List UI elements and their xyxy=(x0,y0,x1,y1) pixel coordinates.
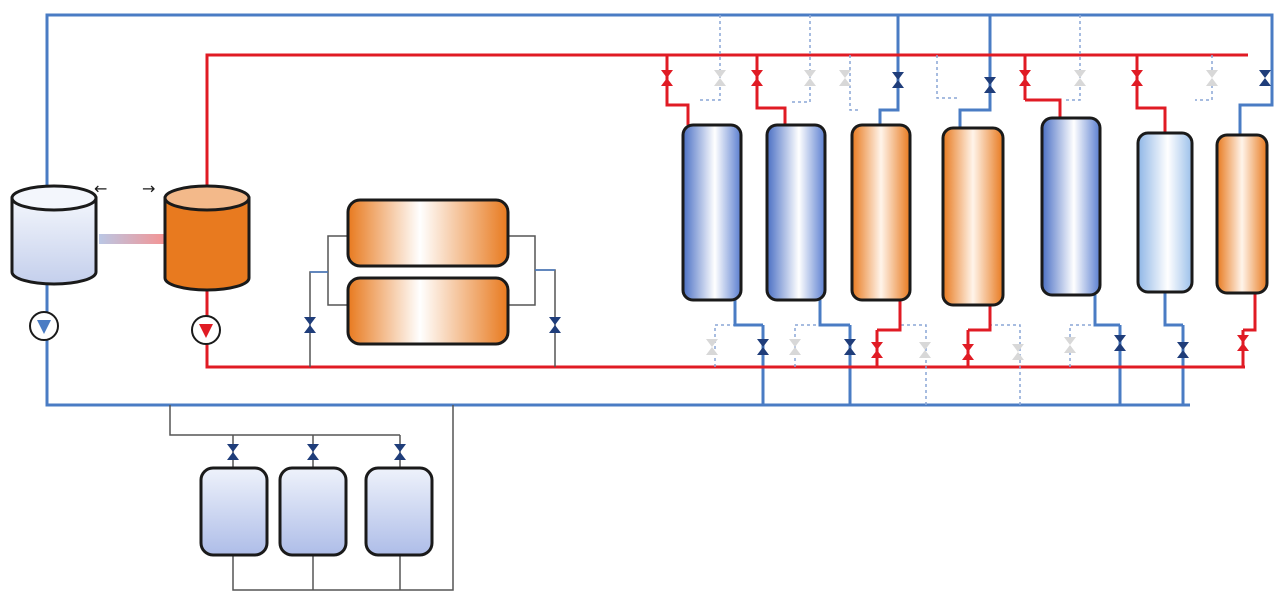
valve-icon[interactable] xyxy=(919,342,931,358)
valve-icon[interactable] xyxy=(892,72,904,88)
tank-link xyxy=(99,234,164,244)
valve-icon[interactable] xyxy=(1206,70,1218,86)
valve-icon[interactable] xyxy=(1259,70,1271,86)
column-1 xyxy=(681,123,743,302)
column-3 xyxy=(850,123,912,302)
inactive-lines xyxy=(700,15,1213,405)
valve-icon[interactable] xyxy=(1019,70,1031,86)
valve-icon[interactable] xyxy=(661,70,673,86)
storage-tank-2 xyxy=(278,466,348,557)
valve-icon[interactable] xyxy=(871,342,883,358)
valve-icon[interactable] xyxy=(751,70,763,86)
valve-icon[interactable] xyxy=(304,317,316,333)
column-top-connections xyxy=(665,80,1274,135)
hot-loop-pump[interactable] xyxy=(191,315,221,345)
column-bottom-connections xyxy=(733,292,1257,332)
valve-icon[interactable] xyxy=(839,70,851,86)
storage-manifold xyxy=(169,405,454,591)
storage-tank-1 xyxy=(199,466,269,557)
arrow-right-icon: → xyxy=(142,179,155,198)
cold-loop-pump[interactable] xyxy=(29,311,59,341)
column-4 xyxy=(941,126,1005,307)
valve-icon[interactable] xyxy=(394,444,406,460)
valve-icon[interactable] xyxy=(844,339,856,355)
valve-icon[interactable] xyxy=(1064,337,1076,353)
valve-icon[interactable] xyxy=(706,339,718,355)
column-5 xyxy=(1040,116,1102,297)
valve-icon[interactable] xyxy=(1237,335,1249,351)
valve-icon[interactable] xyxy=(789,339,801,355)
valve-icon[interactable] xyxy=(1177,342,1189,358)
valve-icon[interactable] xyxy=(757,339,769,355)
heat-exchanger-lower xyxy=(346,276,510,346)
valve-icon[interactable] xyxy=(962,344,974,360)
valve-icon[interactable] xyxy=(227,444,239,460)
valve-icon[interactable] xyxy=(1131,70,1143,86)
valve-icon[interactable] xyxy=(1114,335,1126,351)
valve-icon[interactable] xyxy=(307,444,319,460)
valve-icon[interactable] xyxy=(1074,70,1086,86)
column-2 xyxy=(765,123,827,302)
column-7 xyxy=(1215,133,1269,295)
valve-icon[interactable] xyxy=(714,70,726,86)
column-6 xyxy=(1136,131,1194,294)
heat-exchanger-upper xyxy=(346,198,510,268)
valve-icon[interactable] xyxy=(1012,344,1024,360)
valve-icon[interactable] xyxy=(984,77,996,93)
arrow-left-icon: ← xyxy=(94,179,107,198)
storage-tank-3 xyxy=(364,466,434,557)
valve-icon[interactable] xyxy=(804,70,816,86)
cold-water-tank xyxy=(10,184,98,286)
hot-water-tank xyxy=(163,184,251,292)
valve-icon[interactable] xyxy=(549,317,561,333)
